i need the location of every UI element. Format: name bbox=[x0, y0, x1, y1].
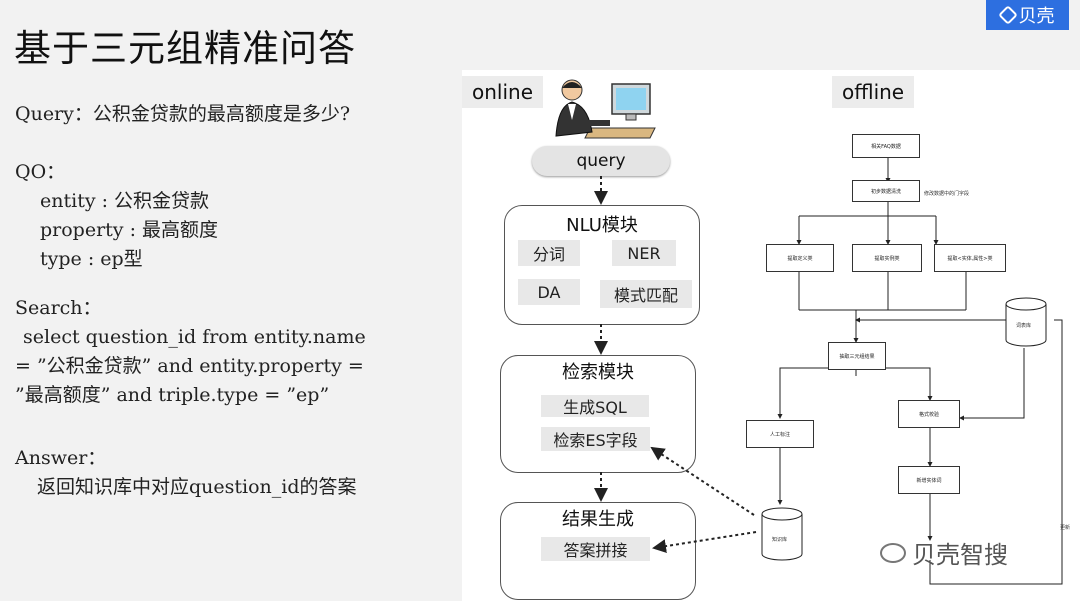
watermark-text: 贝壳智搜 bbox=[912, 541, 1008, 569]
answer-line: 返回知识库中对应question_id的答案 bbox=[37, 476, 357, 498]
nlu-item-da: DA bbox=[518, 279, 580, 305]
result-title: 结果生成 bbox=[562, 509, 634, 530]
search-header: Search： bbox=[15, 297, 102, 319]
qo-property: property : 最高额度 bbox=[40, 219, 219, 241]
lexicon-database-label: 词表库 bbox=[1016, 323, 1032, 329]
offline-node-clean: 初步数据清洗 bbox=[852, 180, 920, 202]
qo-entity: entity : 公积金贷款 bbox=[40, 190, 210, 212]
offline-node-triples: 抽取三元组结果 bbox=[828, 342, 886, 370]
user-at-computer-icon bbox=[555, 79, 656, 139]
online-label: online bbox=[462, 76, 544, 108]
logo-icon bbox=[997, 5, 1018, 25]
page-title: 基于三元组精准问答 bbox=[14, 27, 356, 70]
logo-text: 贝壳 bbox=[1018, 6, 1055, 27]
nlu-item-tokenize: 分词 bbox=[518, 240, 580, 266]
search-item-sql: 生成SQL bbox=[541, 395, 649, 417]
search-line-1: select question_id from entity.name bbox=[23, 326, 366, 348]
search-line-2: = ”公积金贷款” and entity.property = bbox=[15, 355, 364, 377]
qo-type: type : ep型 bbox=[40, 248, 143, 270]
answer-header: Answer： bbox=[15, 447, 107, 469]
search-line-3: ”最高额度” and triple.type = ”ep” bbox=[15, 384, 330, 406]
brand-logo: 贝壳 bbox=[986, 0, 1069, 30]
query-example-text: Query：公积金贷款的最高额度是多少? QO： entity : 公积金贷款 … bbox=[15, 100, 455, 502]
qo-header: QO： bbox=[15, 161, 66, 183]
watermark: 贝壳智搜 bbox=[880, 535, 1008, 570]
query-line: Query：公积金贷款的最高额度是多少? bbox=[15, 103, 351, 125]
offline-node-new-entity: 新增实体词 bbox=[898, 466, 960, 494]
knowledge-base-icon bbox=[761, 507, 803, 561]
offline-node-entity-attr: 提取<实体,属性>类 bbox=[934, 244, 1006, 272]
offline-node-faq: 相关FAQ数据 bbox=[852, 134, 920, 158]
offline-note-clean: 修改数据中的门字段 bbox=[924, 191, 970, 197]
offline-note-update: 更新 bbox=[1060, 525, 1071, 531]
wechat-icon bbox=[880, 542, 906, 563]
offline-label: offline bbox=[832, 76, 915, 108]
result-item-assemble: 答案拼接 bbox=[541, 537, 650, 561]
nlu-item-ner: NER bbox=[612, 240, 676, 266]
search-item-es: 检索ES字段 bbox=[541, 427, 650, 451]
offline-node-validate: 格式校验 bbox=[898, 400, 960, 428]
offline-node-instance: 提取实例类 bbox=[852, 244, 922, 272]
nlu-title: NLU模块 bbox=[566, 215, 638, 236]
search-title: 检索模块 bbox=[562, 362, 634, 383]
offline-node-annotate: 人工标注 bbox=[746, 420, 814, 448]
offline-node-definition: 提取定义类 bbox=[766, 244, 834, 272]
nlu-item-pattern-match: 模式匹配 bbox=[600, 280, 692, 308]
knowledge-base-label: 知识库 bbox=[772, 537, 788, 543]
lexicon-database-icon bbox=[1005, 297, 1047, 347]
query-pill: query bbox=[532, 146, 670, 176]
